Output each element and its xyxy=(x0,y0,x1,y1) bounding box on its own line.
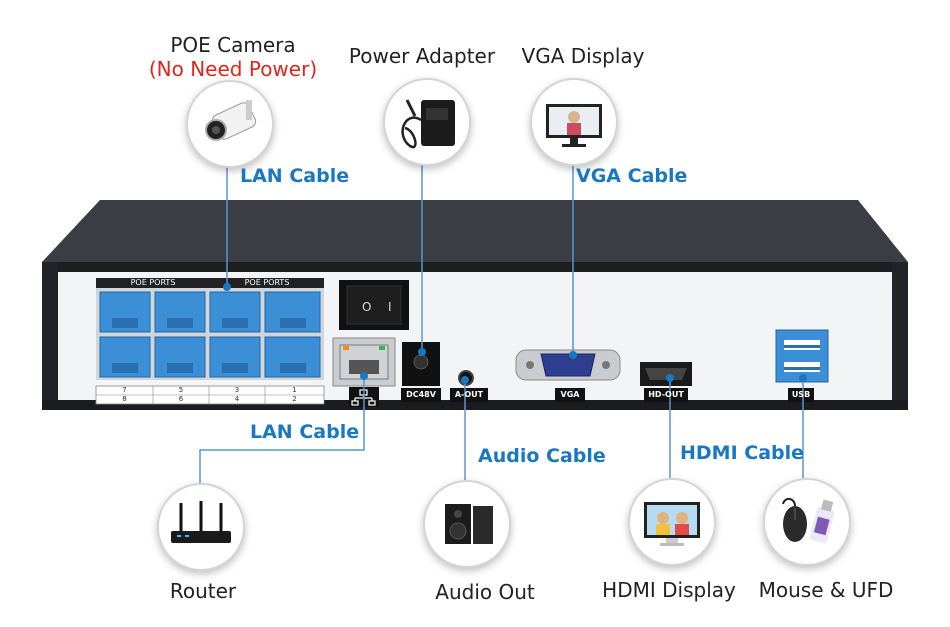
router-image xyxy=(157,483,245,571)
nvr-top-lid xyxy=(42,200,908,262)
port-numbers-bottom: 8 6 4 2 xyxy=(96,395,324,404)
poe-camera-label: POE Camera xyxy=(170,33,296,57)
port-number: 5 xyxy=(178,386,184,394)
port-numbers-top: 7 5 3 1 xyxy=(96,386,324,395)
hdmi-display-label: HDMI Display xyxy=(602,578,736,602)
vga-cable-label: VGA Cable xyxy=(576,165,688,187)
vga-display-label: VGA Display xyxy=(521,44,645,68)
poe-ports xyxy=(99,291,321,378)
port-number: 4 xyxy=(234,395,240,403)
dc48v-label: DC48V xyxy=(406,390,436,399)
usb-ports xyxy=(775,329,829,383)
lan-cable-router-label: LAN Cable xyxy=(250,421,360,443)
hdout-label: HD-OUT xyxy=(648,390,684,399)
connection-lines xyxy=(199,160,804,485)
vga-display-image xyxy=(530,78,618,166)
router-label: Router xyxy=(169,579,237,603)
nvr-bottom-edge xyxy=(42,400,908,410)
power-adapter-image xyxy=(383,78,471,166)
poe-camera-image xyxy=(186,80,274,168)
audio-out-image xyxy=(423,480,511,568)
port-number: 3 xyxy=(234,386,240,394)
line-router xyxy=(199,378,365,485)
port-number: 8 xyxy=(122,395,127,403)
usb-label: USB xyxy=(791,390,811,399)
svg-text:O: O xyxy=(362,300,371,314)
port-number: 6 xyxy=(178,395,184,403)
poe-header-strip xyxy=(96,278,324,288)
port-number: 7 xyxy=(122,386,127,394)
hdmi-display-image xyxy=(628,478,716,566)
hdmi-cable-label: HDMI Cable xyxy=(680,442,805,464)
vga-label: VGA xyxy=(560,390,580,399)
mouse-ufd-label: Mouse & UFD xyxy=(758,578,894,602)
port-number: 1 xyxy=(292,386,297,394)
nvr-left-wall xyxy=(42,262,58,402)
poe-ports-label-right: POE PORTS xyxy=(244,278,290,287)
poe-camera-note: (No Need Power) xyxy=(148,57,318,81)
port-number: 2 xyxy=(292,395,297,403)
power-adapter-label: Power Adapter xyxy=(348,44,496,68)
aout-label: A-OUT xyxy=(454,390,484,399)
audio-cable-label: Audio Cable xyxy=(478,445,606,467)
mouse-ufd-image xyxy=(763,478,851,566)
poe-port-7 xyxy=(99,291,151,333)
poe-ports-label-left: POE PORTS xyxy=(130,278,176,287)
nvr-right-wall xyxy=(892,262,908,402)
svg-text:I: I xyxy=(388,300,392,314)
audio-out-label: Audio Out xyxy=(435,580,535,604)
lan-cable-top-label: LAN Cable xyxy=(240,165,350,187)
